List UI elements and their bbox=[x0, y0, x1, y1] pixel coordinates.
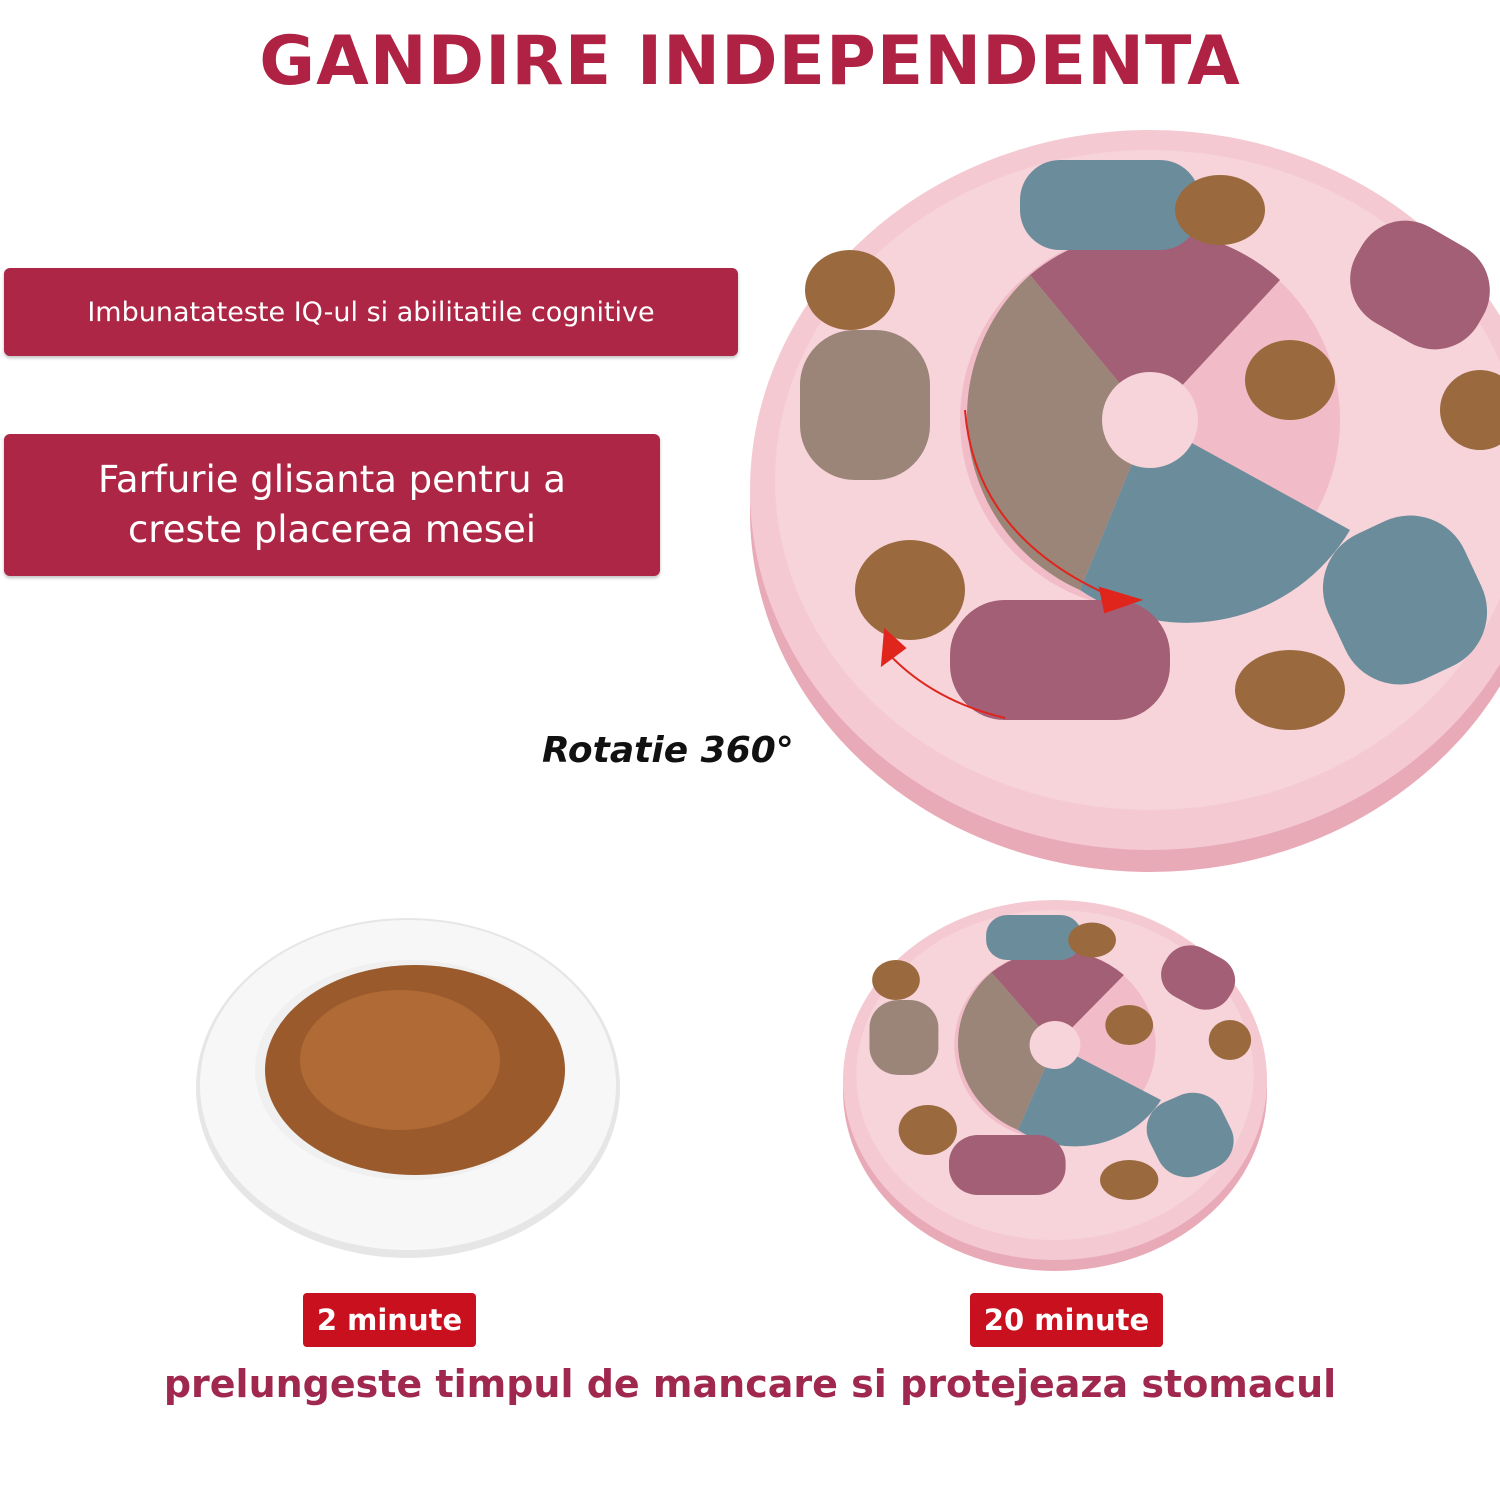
food-plate bbox=[196, 918, 620, 1258]
small-puzzle-feeder bbox=[843, 900, 1267, 1271]
feature-badge-iq: Imbunatateste IQ-ul si abilitatile cogni… bbox=[4, 268, 738, 356]
feature-label: Farfurie glisanta pentru a creste placer… bbox=[98, 458, 566, 551]
large-puzzle-feeder bbox=[750, 130, 1500, 872]
rotation-arrows-icon bbox=[880, 409, 1144, 719]
footer-caption: prelungeste timpul de mancare si proteje… bbox=[163, 1362, 1337, 1406]
feature-badge-sliding-plate: Farfurie glisanta pentru a creste placer… bbox=[4, 434, 660, 576]
feeder-time-tag: 20 minute bbox=[970, 1293, 1163, 1347]
plate-time-tag: 2 minute bbox=[303, 1293, 476, 1347]
rotation-label: Rotatie 360° bbox=[542, 730, 794, 771]
page-title: GANDIRE INDEPENDENTA bbox=[259, 22, 1241, 101]
